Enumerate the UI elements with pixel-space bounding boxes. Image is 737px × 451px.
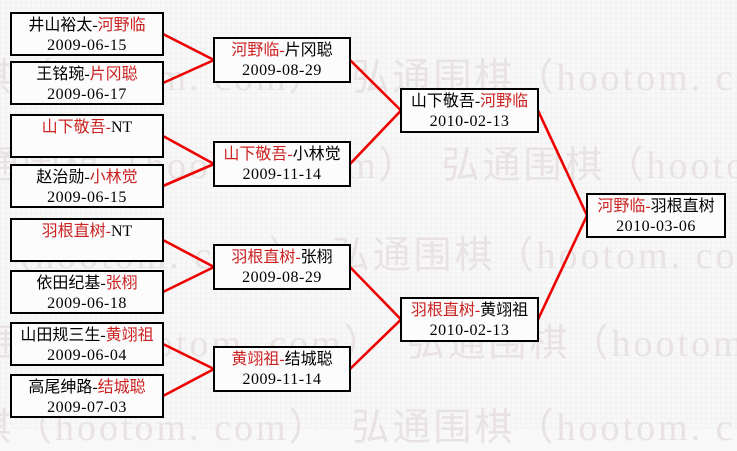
- loser-name: 张栩: [300, 249, 333, 266]
- match-players: 河野临-羽根直树: [588, 197, 724, 217]
- winner-name: 河野临-: [597, 198, 651, 215]
- loser-name: 羽根直树: [650, 198, 715, 215]
- winner-name: 羽根直树-: [410, 302, 481, 319]
- loser-name: 片冈聪: [284, 42, 333, 59]
- winner-name: 羽根直树-: [231, 249, 301, 266]
- loser-name: 山下敬吾-: [410, 93, 481, 110]
- winner-name: 张栩: [105, 275, 138, 292]
- connector-lines: [162, 32, 589, 398]
- loser-name: 山田规三生-: [20, 327, 106, 344]
- match-box-final: 河野临-羽根直树 2010-03-06: [586, 193, 726, 238]
- winner-name: 结城聪: [97, 379, 146, 396]
- match-players: 山下敬吾-河野临: [402, 92, 537, 112]
- match-box-round1-6: 依田纪基-张栩 2009-06-18: [10, 270, 164, 314]
- match-box-semifinal-2: 羽根直树-黄翊祖 2010-02-13: [400, 297, 539, 342]
- match-date: 2009-11-14: [242, 371, 322, 388]
- winner-name: 羽根直树-: [41, 223, 111, 240]
- match-players: 羽根直树-张栩: [215, 248, 349, 268]
- winner-name: 河野临: [480, 93, 529, 110]
- match-players: 山下敬吾-NT: [12, 118, 162, 138]
- loser-name: 高尾绅路-: [28, 379, 98, 396]
- match-date: 2009-08-29: [242, 269, 322, 286]
- match-players: 高尾绅路-结城聪: [12, 378, 162, 398]
- match-players: 羽根直树-NT: [12, 222, 162, 242]
- match-date: 2010-02-13: [429, 322, 510, 339]
- loser-name: 赵治勋-: [36, 169, 90, 186]
- match-players: 赵治勋-小林觉: [12, 168, 162, 188]
- loser-name: 小林觉: [292, 146, 341, 163]
- match-date: 2009-06-15: [47, 189, 127, 206]
- loser-name: NT: [111, 119, 133, 136]
- match-box-semifinal-1: 山下敬吾-河野临 2010-02-13: [400, 88, 539, 133]
- match-box-round1-1: 井山裕太-河野临 2009-06-15: [10, 12, 164, 56]
- match-date: 2009-06-15: [47, 37, 127, 54]
- winner-name: 河野临-: [231, 42, 285, 59]
- loser-name: 结城聪: [284, 351, 333, 368]
- match-date: 2010-02-13: [429, 113, 510, 130]
- match-date: 2009-06-17: [47, 86, 127, 103]
- match-box-round2-4: 黄翊祖-结城聪 2009-11-14: [213, 346, 351, 392]
- match-players: 依田纪基-张栩: [12, 274, 162, 294]
- winner-name: 河野临: [97, 17, 146, 34]
- loser-name: 井山裕太-: [28, 17, 98, 34]
- winner-name: 山下敬吾-: [223, 146, 293, 163]
- match-date: 2009-11-14: [242, 166, 322, 183]
- match-players: 黄翊祖-结城聪: [215, 350, 349, 370]
- match-date: 2009-07-03: [47, 399, 127, 416]
- match-box-round1-2: 王铭琬-片冈聪 2009-06-17: [10, 61, 164, 105]
- match-box-round1-7: 山田规三生-黄翊祖 2009-06-04: [10, 322, 164, 366]
- match-box-round1-4: 赵治勋-小林觉 2009-06-15: [10, 164, 164, 208]
- match-players: 山下敬吾-小林觉: [215, 145, 349, 165]
- match-date: 2009-08-29: [242, 62, 322, 79]
- loser-name: 王铭琬-: [36, 66, 90, 83]
- winner-name: 黄翊祖-: [231, 351, 285, 368]
- match-box-round2-3: 羽根直树-张栩 2009-08-29: [213, 244, 351, 290]
- match-box-round1-8: 高尾绅路-结城聪 2009-07-03: [10, 374, 164, 418]
- match-players: 羽根直树-黄翊祖: [402, 301, 537, 321]
- loser-name: NT: [111, 223, 133, 240]
- match-players: 王铭琬-片冈聪: [12, 65, 162, 85]
- winner-name: 山下敬吾-: [41, 119, 111, 136]
- match-date: 2009-06-04: [47, 347, 127, 364]
- winner-name: 小林觉: [89, 169, 138, 186]
- match-players: 井山裕太-河野临: [12, 16, 162, 36]
- match-players: 河野临-片冈聪: [215, 41, 349, 61]
- match-box-round2-1: 河野临-片冈聪 2009-08-29: [213, 37, 351, 83]
- match-box-round2-2: 山下敬吾-小林觉 2009-11-14: [213, 141, 351, 187]
- match-box-round1-3: 山下敬吾-NT: [10, 114, 164, 158]
- match-date: 2010-03-06: [616, 218, 696, 235]
- loser-name: 依田纪基-: [36, 275, 106, 292]
- winner-name: 黄翊祖: [105, 327, 154, 344]
- winner-name: 片冈聪: [89, 66, 138, 83]
- match-players: 山田规三生-黄翊祖: [12, 326, 162, 346]
- match-date: 2009-06-18: [47, 295, 127, 312]
- match-box-round1-5: 羽根直树-NT: [10, 218, 164, 262]
- loser-name: 黄翊祖: [480, 302, 529, 319]
